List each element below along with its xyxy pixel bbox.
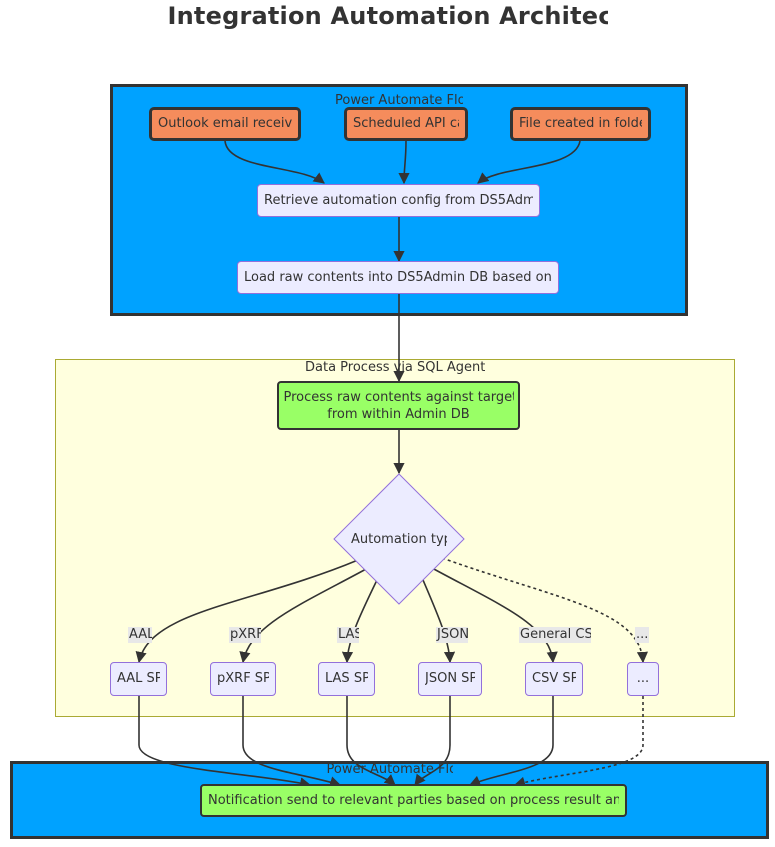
edge-label-general-csv: General CSV	[519, 627, 591, 643]
node-aal-sp: AAL SP	[110, 662, 167, 696]
node-outlook-email: Outlook email received	[149, 107, 301, 141]
edge-more-to-notification	[513, 696, 644, 788]
edge-api-to-retrieve	[398, 140, 410, 185]
node-notification: Notification send to relevant parties ba…	[200, 784, 627, 817]
edge-outlook-to-retrieve	[224, 140, 325, 184]
node-process-raw: Process raw contents against target from…	[277, 381, 520, 430]
edge-json-to-notification	[414, 696, 451, 786]
edge-decision-to-aal	[135, 559, 359, 664]
node-csv-sp: CSV SP	[525, 662, 583, 696]
node-retrieve-config: Retrieve automation config from DS5Admin	[257, 184, 540, 217]
node-load-raw: Load raw contents into DS5Admin DB based…	[237, 261, 559, 294]
edge-file-to-retrieve	[477, 140, 581, 184]
edge-pxrf-to-notification	[242, 696, 342, 788]
edge-decision-to-csv	[431, 567, 558, 664]
edge-las-to-notification	[346, 696, 396, 786]
diagram-title: Integration Automation Architecture	[167, 2, 608, 30]
edge-label-json: JSON	[436, 627, 468, 643]
node-file-created: File created in folder	[510, 107, 651, 141]
cluster-label-sql-agent: Data Process via SQL Agent Job	[305, 360, 485, 375]
node-decision-label: Automation type	[351, 532, 447, 547]
node-json-sp: JSON SP	[418, 662, 482, 696]
edge-label-aal: AAL	[128, 627, 152, 643]
edge-label-pxrf: pXRF	[229, 627, 261, 643]
edge-csv-to-notification	[468, 696, 554, 787]
edge-decision-to-json	[422, 579, 456, 664]
edge-label-more: ...	[635, 627, 650, 643]
edge-decision-to-pxrf	[239, 567, 369, 664]
node-more: ...	[627, 662, 659, 696]
edge-decision-to-las	[341, 579, 378, 664]
node-scheduled-api: Scheduled API call	[344, 107, 468, 141]
edge-aal-to-notification	[138, 696, 312, 789]
edge-label-las: LAS	[337, 627, 359, 643]
node-las-sp: LAS SP	[318, 662, 375, 696]
node-pxrf-sp: pXRF SP	[210, 662, 276, 696]
cluster-label-power-automate-top: Power Automate Flow	[335, 93, 463, 108]
node-decision-shape	[333, 473, 465, 605]
edge-decision-to-more	[441, 557, 648, 664]
